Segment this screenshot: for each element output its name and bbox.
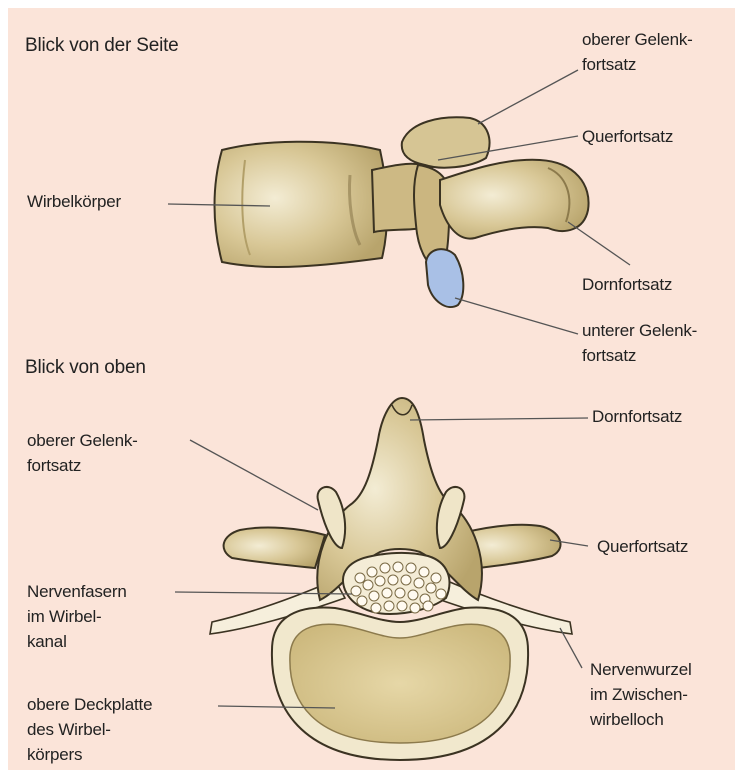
label-top-spinous: Dornfortsatz — [592, 404, 682, 429]
label-side-inferior-articular: unterer Gelenk- fortsatz — [582, 318, 697, 368]
leader-top-spinous — [410, 418, 588, 420]
top-endplate — [290, 624, 510, 743]
leader-top-superior-articular — [190, 440, 318, 510]
leader-side-inferior-articular — [455, 298, 578, 334]
label-side-spinous: Dornfortsatz — [582, 272, 672, 297]
label-side-superior-articular: oberer Gelenk- fortsatz — [582, 27, 693, 77]
label-side-body: Wirbelkörper — [27, 189, 121, 214]
top-view-vertebra — [210, 398, 572, 760]
side-view-vertebra — [215, 117, 589, 307]
side-superior-articular-process — [402, 117, 490, 167]
side-view-title: Blick von der Seite — [25, 34, 179, 58]
side-vertebral-body — [215, 142, 388, 267]
label-top-transverse: Querfortsatz — [597, 534, 688, 559]
leader-side-superior-articular — [478, 70, 578, 124]
label-top-nerve-root: Nervenwurzel im Zwischen- wirbelloch — [590, 657, 692, 732]
top-view-title: Blick von oben — [25, 356, 146, 380]
label-side-transverse: Querfortsatz — [582, 124, 673, 149]
leader-side-spinous — [568, 222, 630, 265]
label-top-endplate: obere Deckplatte des Wirbel- körpers — [27, 692, 152, 767]
label-top-superior-articular: oberer Gelenk- fortsatz — [27, 428, 138, 478]
label-top-nerve-fibers: Nervenfasern im Wirbel- kanal — [27, 579, 127, 654]
top-transverse-process-left — [224, 528, 325, 568]
side-spinous-process — [440, 160, 589, 239]
